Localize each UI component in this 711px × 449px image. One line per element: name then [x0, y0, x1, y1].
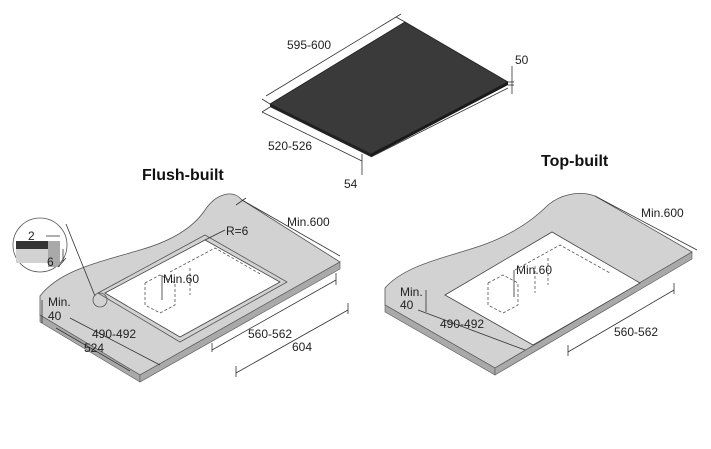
top-cutout: [444, 231, 641, 346]
top-min-front-1: Min.: [400, 285, 423, 299]
flush-outer-width: 604: [292, 340, 312, 354]
top-min-back: Min.600: [641, 206, 684, 220]
hob-edge-right: [371, 82, 508, 157]
top-cut-depth: 490-492: [440, 317, 484, 331]
top-min-front-2: 40: [400, 298, 414, 312]
flush-detail-top: 2: [28, 229, 35, 243]
flush-radius: R=6: [226, 224, 249, 238]
flush-counter-edge-right: [139, 261, 341, 383]
flush-min-back: Min.600: [287, 215, 330, 229]
hob-height-label: 50: [515, 53, 529, 67]
top-built-diagram: Top-built Min.600 Min.60 Min. 40 490-492…: [384, 153, 698, 376]
flush-detail-side: 6: [47, 255, 54, 269]
hob-depth-label: 520-526: [268, 139, 312, 153]
top-built-title: Top-built: [541, 153, 609, 170]
top-min-height: Min.60: [516, 263, 552, 277]
hob-edge-label: 54: [344, 177, 358, 191]
hob-illustration: 595-600 520-526 50 54: [261, 13, 529, 191]
flush-cutout: [104, 239, 281, 338]
flush-built-diagram: Flush-built 2 6 Min.600 R=6 Mi: [12, 167, 349, 383]
flush-min-front-1: Min.: [48, 295, 71, 309]
flush-built-title: Flush-built: [142, 167, 224, 184]
hob-edge: [270, 104, 371, 157]
hob-width-label: 595-600: [287, 38, 331, 52]
flush-min-front-2: 40: [48, 309, 62, 323]
flush-min-height: Min.60: [163, 272, 199, 286]
flush-outer-depth: 524: [84, 341, 104, 355]
flush-cut-width: 560-562: [248, 327, 292, 341]
top-cut-width: 560-562: [614, 325, 658, 339]
flush-cut-depth: 490-492: [92, 327, 136, 341]
